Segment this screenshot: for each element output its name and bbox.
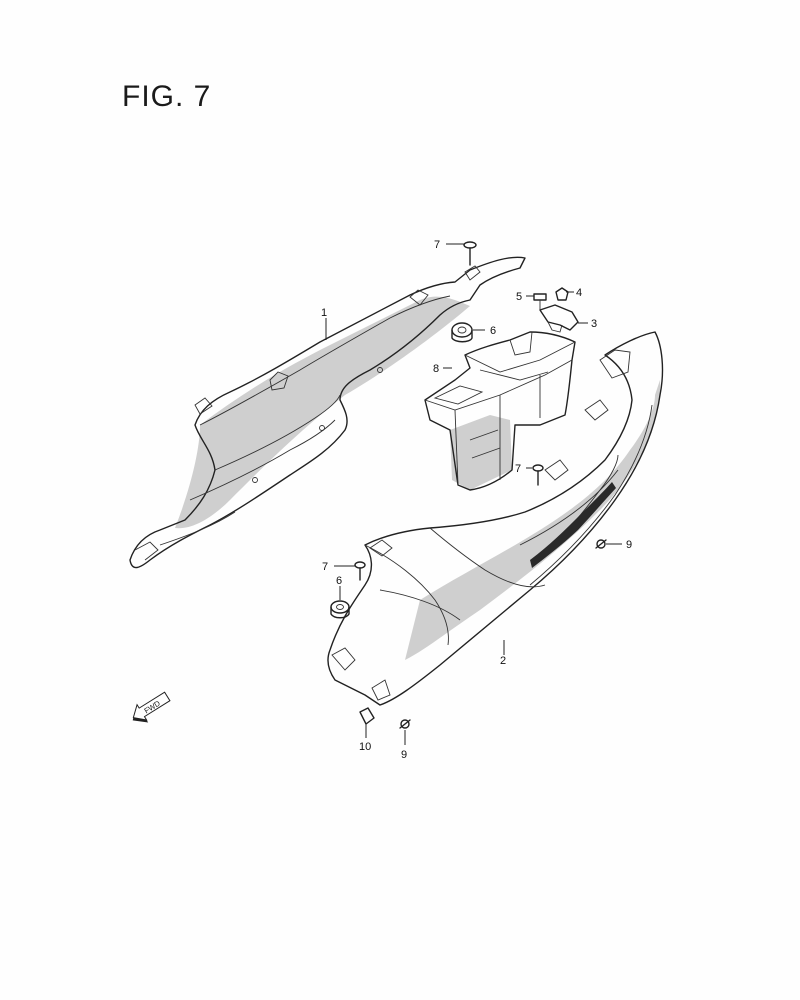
callout-7-top: 7 bbox=[434, 239, 440, 251]
callout-3: 3 bbox=[591, 318, 597, 330]
callout-9-right: 9 bbox=[626, 539, 632, 551]
callout-4: 4 bbox=[576, 287, 582, 299]
screw-9-right bbox=[595, 539, 607, 549]
side-cover-right bbox=[327, 331, 664, 706]
utility-box bbox=[424, 331, 576, 491]
leader-lines bbox=[325, 243, 622, 745]
callout-7-left: 7 bbox=[322, 561, 328, 573]
bracket-assembly bbox=[533, 287, 579, 333]
screw-7-left bbox=[354, 561, 366, 581]
clip-10 bbox=[359, 707, 375, 725]
screw-9-bottom bbox=[399, 719, 411, 729]
grommet-lower bbox=[330, 600, 350, 619]
callout-2: 2 bbox=[500, 655, 506, 667]
callout-5: 5 bbox=[516, 291, 522, 303]
figure-title: FIG. 7 bbox=[122, 80, 212, 113]
grommet-upper bbox=[451, 322, 473, 343]
frame-cover-left bbox=[129, 256, 526, 569]
callout-1: 1 bbox=[321, 307, 327, 319]
callout-6-lower: 6 bbox=[336, 575, 342, 587]
callout-7-middle: 7 bbox=[515, 463, 521, 475]
callout-6-upper: 6 bbox=[490, 325, 496, 337]
callout-8: 8 bbox=[433, 363, 439, 375]
callout-9-bottom: 9 bbox=[401, 749, 407, 761]
screw-7-middle bbox=[532, 464, 544, 486]
forward-arrow: FWD bbox=[132, 691, 171, 723]
callout-10: 10 bbox=[359, 741, 371, 753]
screw-7-top bbox=[463, 241, 477, 266]
